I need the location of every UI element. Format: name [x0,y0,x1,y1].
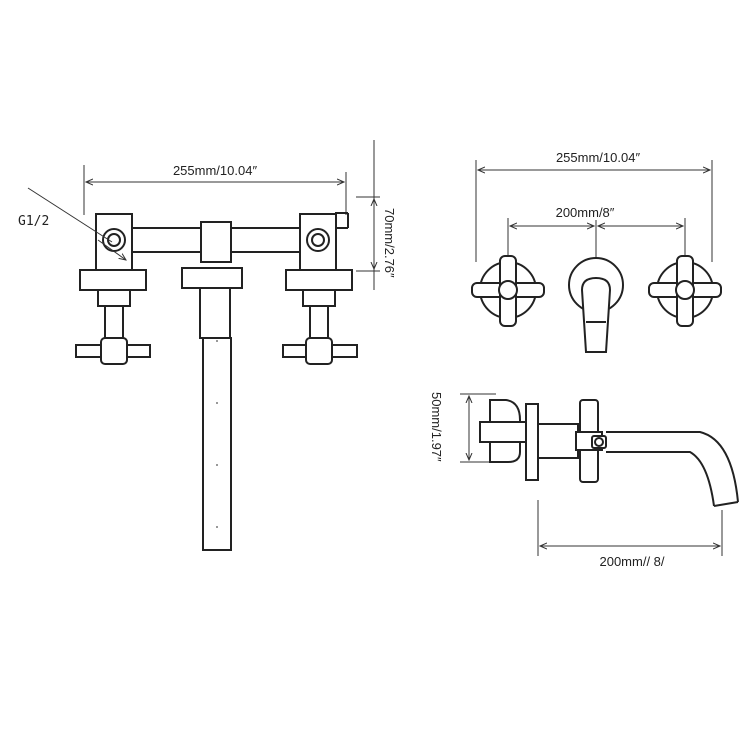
side-handle-housing [537,423,579,459]
thread-size-label: G1/2 [18,214,49,229]
thread-leader-arrow [97,239,126,260]
top-width-label: 255mm/10.04″ [556,150,640,165]
right-handle-hub [305,337,333,365]
side-length-label: 200mm// 8/ [599,554,664,569]
center-flange [181,267,243,289]
center-valve-joint [200,221,232,263]
right-stem [309,305,329,343]
side-valve-inlet [479,421,527,443]
top-view: 255mm/10.04″ 200mm/8″ [471,150,722,353]
center-spout-tube [202,337,232,551]
left-flange [79,269,147,291]
side-handle-screw [594,437,604,447]
right-stem-collar [302,289,336,307]
side-spout-tip [713,501,739,507]
right-valve-outlet-outer [306,228,330,252]
top-left-handle-hub [498,280,518,300]
thread-leader-line [27,187,113,243]
top-spacing-label: 200mm/8″ [556,205,615,220]
left-handle-hub [100,337,128,365]
side-spout-bottom-curve [606,451,715,507]
side-view: 50mm/1.97″ 200mm// 8/ [429,392,739,569]
top-right-handle-hub [675,280,695,300]
top-spout-body [580,276,612,353]
front-height-label: 70mm/2.76″ [382,208,397,278]
right-flange [285,269,353,291]
right-valve-outlet-inner [311,233,325,247]
front-width-label: 255mm/10.04″ [173,163,257,178]
right-valve-body [299,213,337,271]
side-spout-top-curve [606,431,739,503]
center-spout-collar [199,287,231,339]
left-stem [104,305,124,343]
front-view: 255mm/10.04″ G1/2 [18,140,397,551]
side-height-label: 50mm/1.97″ [429,392,444,462]
left-stem-collar [97,289,131,307]
side-escutcheon [525,403,539,481]
